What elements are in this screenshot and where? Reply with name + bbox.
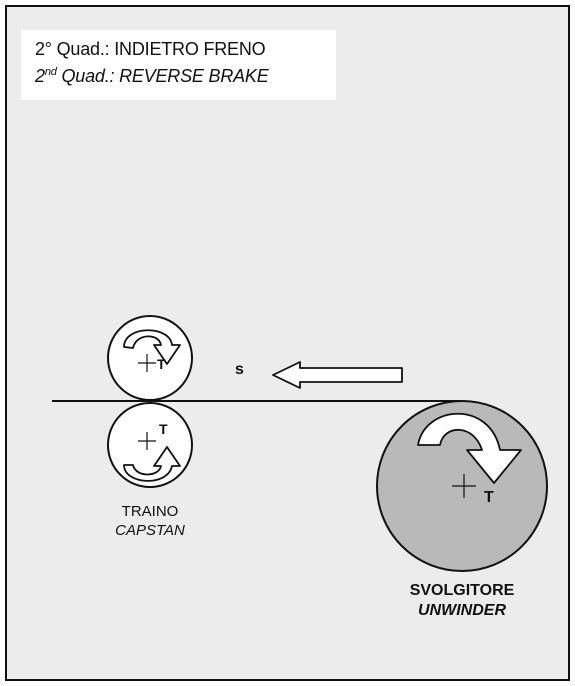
- speed-label: s: [235, 361, 244, 378]
- diagram-frame: [5, 5, 570, 681]
- capstan-lower-torque-label: T: [159, 421, 168, 437]
- unwinder-rotation-icon: [417, 413, 522, 484]
- capstan-upper-torque-label: T: [157, 356, 166, 372]
- capstan-lower-center-mark: [138, 432, 156, 450]
- capstan-lower-rotation-icon: [123, 446, 181, 482]
- capstan-upper-roller: [107, 315, 193, 401]
- unwinder-torque-label: T: [484, 489, 494, 506]
- unwinder-label-english: UNWINDER: [418, 602, 506, 619]
- capstan-lower-roller: [107, 402, 193, 488]
- material-direction-arrow: [272, 361, 403, 389]
- unwinder-reel: [376, 400, 548, 572]
- quadrant-title-box: 2° Quad.: INDIETRO FRENO 2nd Quad.: REVE…: [21, 30, 336, 100]
- capstan-upper-rotation-icon: [123, 329, 181, 365]
- quadrant-title-italian: 2° Quad.: INDIETRO FRENO: [35, 39, 266, 59]
- capstan-upper-center-mark: [138, 354, 156, 372]
- unwinder-center-mark: [452, 474, 476, 498]
- quadrant-title-english: 2nd Quad.: REVERSE BRAKE: [35, 66, 269, 86]
- unwinder-label-italian: SVOLGITORE: [409, 582, 515, 599]
- capstan-label-english: CAPSTAN: [115, 522, 185, 539]
- capstan-label-italian: TRAINO: [121, 503, 179, 520]
